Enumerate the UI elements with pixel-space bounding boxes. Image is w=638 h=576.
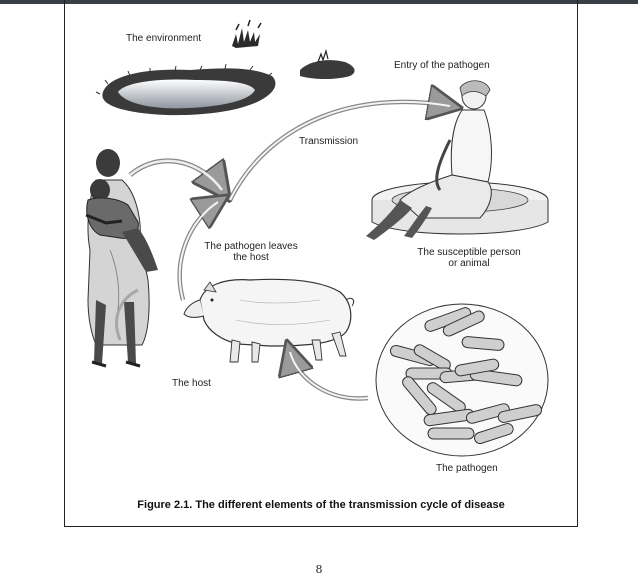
label-pathogen: The pathogen: [436, 463, 498, 474]
label-environment: The environment: [126, 33, 202, 44]
viewer-top-bar: [0, 0, 638, 4]
label-pathogen-leaves-line1: The pathogen leaves: [204, 241, 298, 252]
pig-illustration: [183, 278, 355, 363]
label-pathogen-leaves-host: The pathogen leaves the host: [192, 241, 310, 263]
figure-frame: [64, 0, 578, 527]
mother-child-illustration: [85, 149, 158, 368]
woman-seated-illustration: [366, 80, 549, 240]
label-susceptible-line1: The susceptible person: [417, 247, 521, 258]
bacteria-illustration: [375, 303, 549, 457]
figure-caption: Figure 2.1. The different elements of th…: [137, 499, 505, 511]
arrow-pathogen-to-host: [290, 352, 369, 401]
label-transmission: Transmission: [299, 136, 359, 147]
label-pathogen-leaves-line2: the host: [233, 252, 269, 263]
label-host: The host: [172, 378, 211, 389]
page-number: 8: [315, 563, 323, 576]
label-susceptible: The susceptible person or animal: [404, 247, 534, 269]
pond-illustration: [95, 19, 355, 116]
label-susceptible-line2: or animal: [448, 258, 490, 269]
label-entry-of-pathogen: Entry of the pathogen: [394, 60, 490, 71]
